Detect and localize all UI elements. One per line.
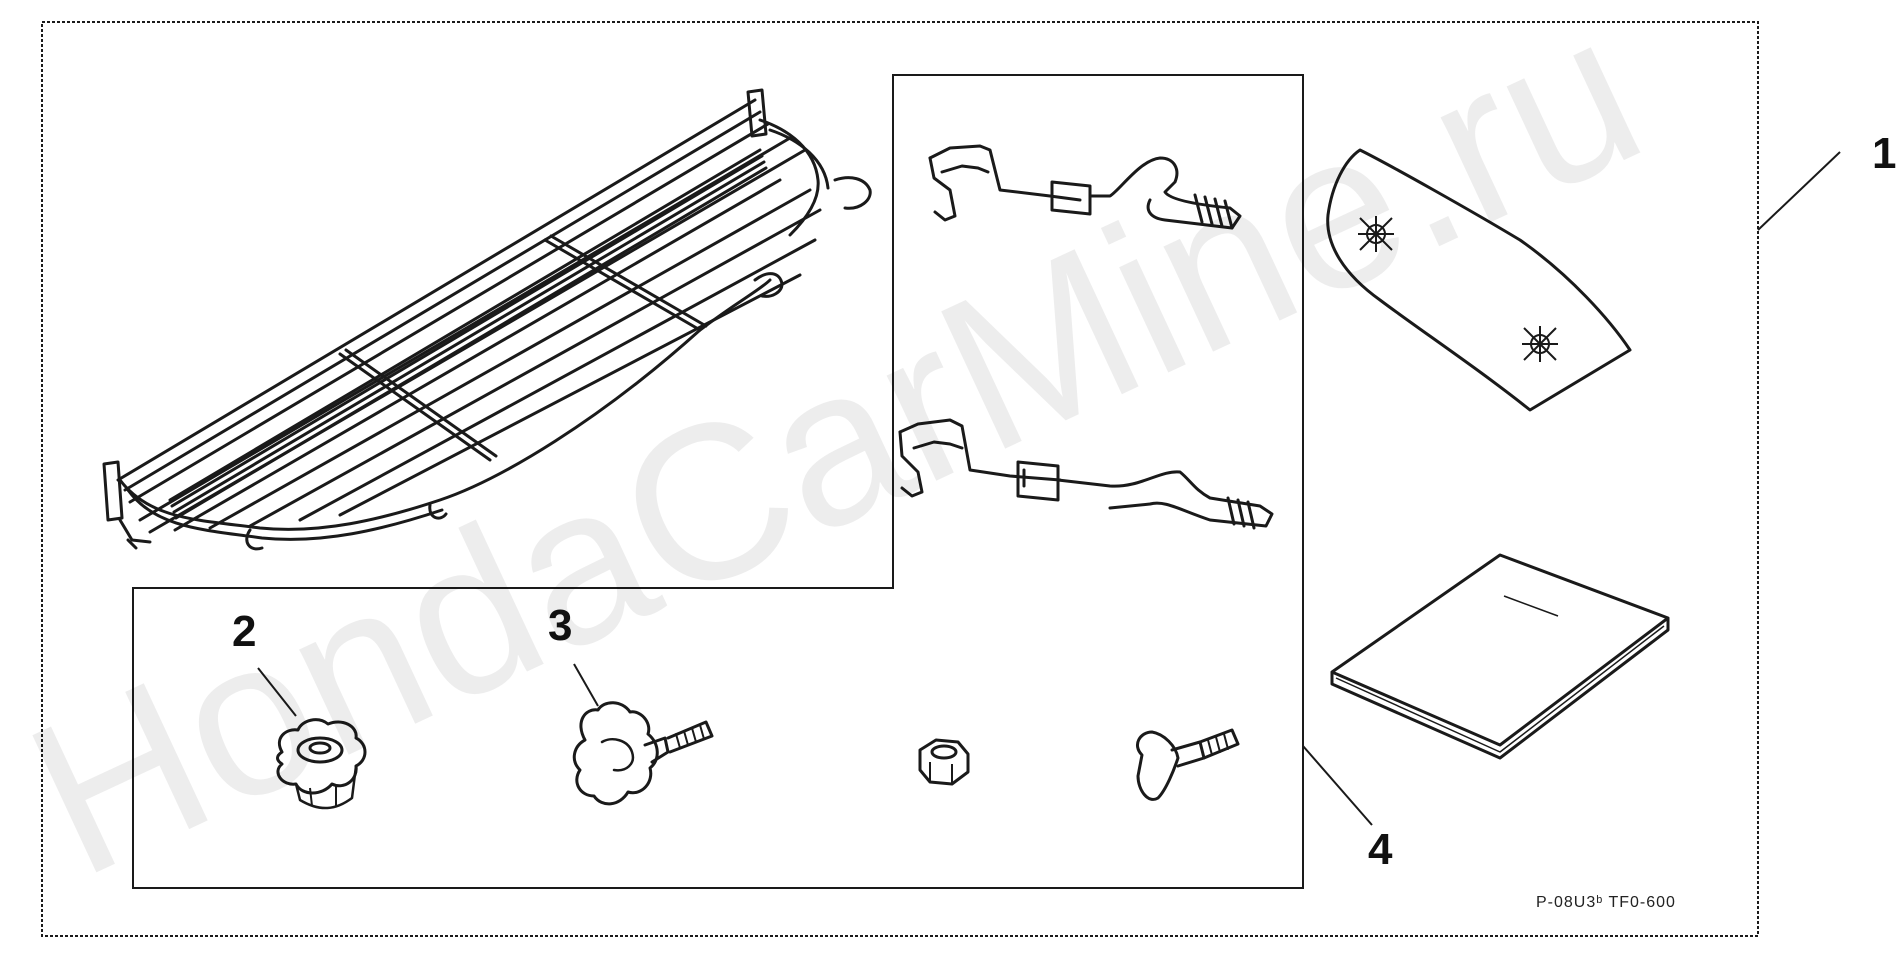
mounting-template-icon [1326, 148, 1632, 412]
callout-4: 4 [1368, 825, 1393, 874]
kit-4-box [132, 74, 1304, 889]
hook-bracket-upper [928, 144, 1242, 230]
leader-2 [257, 667, 297, 717]
callout-3: 3 [548, 601, 573, 650]
hex-nut-icon [918, 738, 970, 786]
callout-2: 2 [232, 607, 257, 656]
leader-4 [1302, 745, 1373, 826]
callout-1: 1 [1872, 129, 1897, 178]
instruction-booklet-icon [1330, 553, 1670, 760]
leader-lines [257, 151, 1841, 826]
wire-rack-icon [102, 88, 872, 551]
leader-1 [1757, 151, 1841, 231]
leader-3 [573, 663, 599, 707]
hook-bracket-lower [898, 418, 1274, 530]
part-code: P-08U3ᵇ TF0-600 [1536, 894, 1676, 911]
knob-bolt-icon [572, 701, 714, 806]
knob-nut-icon [276, 718, 367, 810]
thumb-bolt-icon [1136, 728, 1240, 801]
outer-frame [41, 21, 1759, 937]
